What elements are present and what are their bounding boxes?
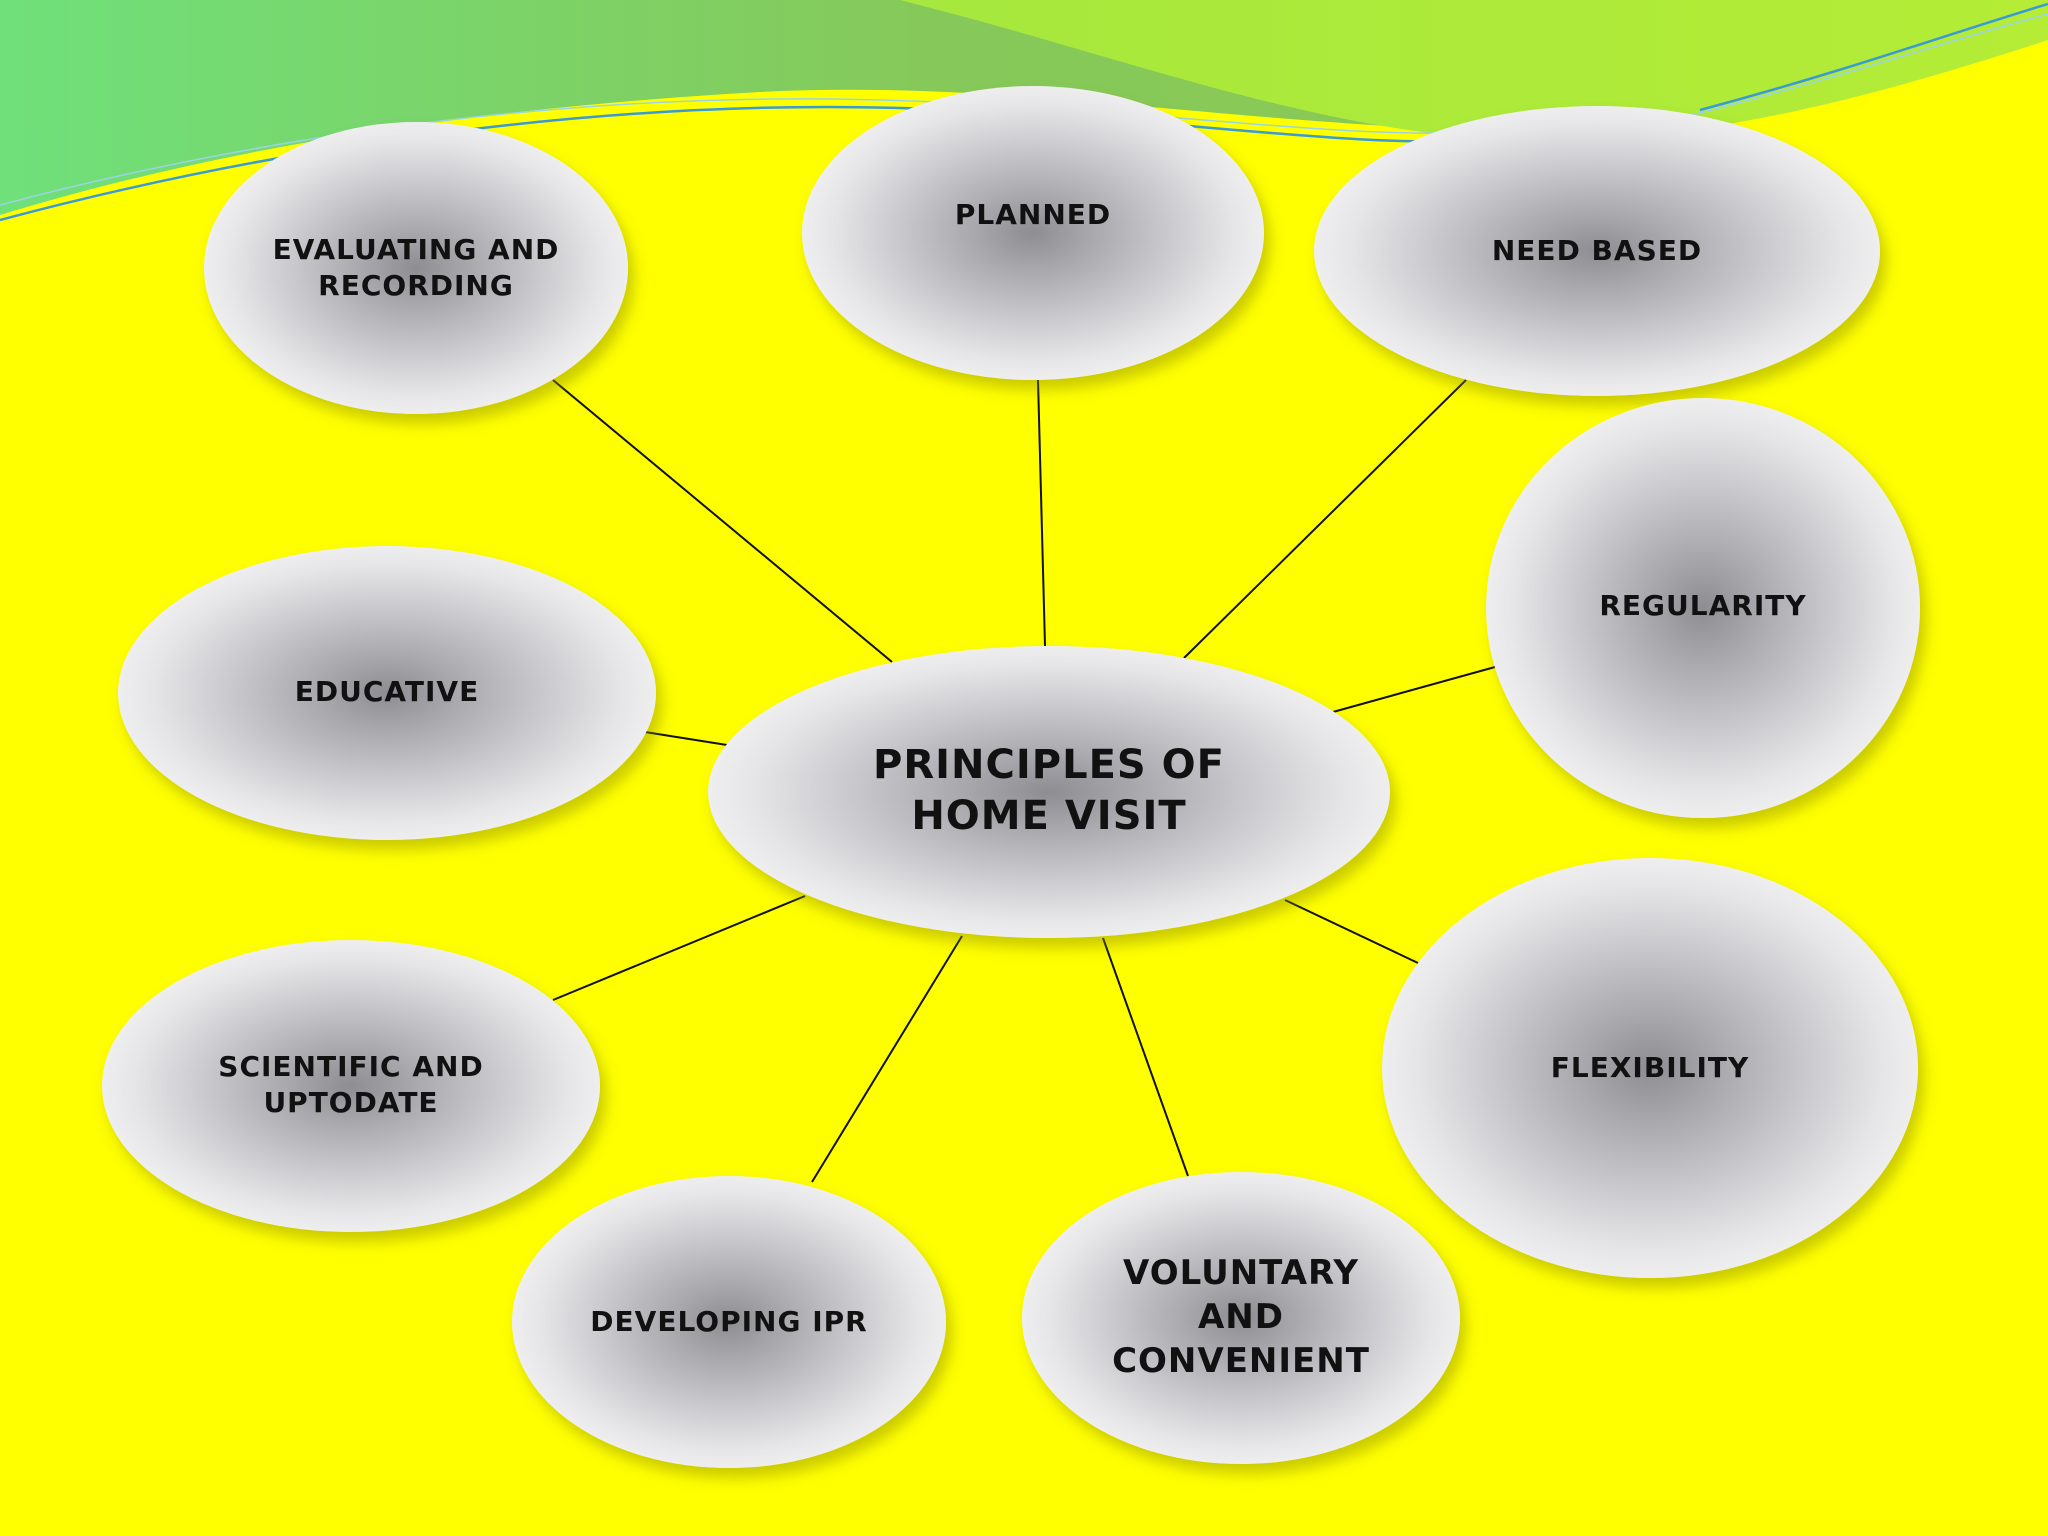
node-need-based: NEED BASED xyxy=(1314,106,1880,396)
node-label: EVALUATING AND RECORDING xyxy=(272,232,560,302)
node-label: FLEXIBILITY xyxy=(1550,1050,1750,1084)
node-label: REGULARITY xyxy=(1599,588,1807,622)
node-label: DEVELOPING IPR xyxy=(590,1304,868,1338)
connector-evaluating xyxy=(552,379,893,663)
node-developing-ipr: DEVELOPING IPR xyxy=(512,1176,946,1468)
node-flexibility: FLEXIBILITY xyxy=(1382,858,1918,1278)
node-evaluating-and-recording: EVALUATING AND RECORDING xyxy=(204,122,628,414)
connector-planned xyxy=(1037,379,1046,647)
node-educative: EDUCATIVE xyxy=(118,546,656,840)
connector-flexibility xyxy=(1284,899,1419,964)
center-node-principles-of-home-visit: PRINCIPLES OF HOME VISIT xyxy=(708,646,1390,938)
node-label: SCIENTIFIC AND UPTODATE xyxy=(218,1049,484,1119)
node-label: NEED BASED xyxy=(1491,233,1703,267)
node-planned: PLANNED xyxy=(802,86,1264,380)
node-label: EDUCATIVE xyxy=(294,674,480,708)
connector-regularity xyxy=(1332,666,1496,713)
connector-educative xyxy=(644,731,728,746)
node-scientific-and-uptodate: SCIENTIFIC AND UPTODATE xyxy=(102,940,600,1232)
node-label: VOLUNTARY AND CONVENIENT xyxy=(1112,1252,1370,1382)
connector-scientific xyxy=(552,895,806,1001)
center-node-label: PRINCIPLES OF HOME VISIT xyxy=(873,741,1225,839)
node-regularity: REGULARITY xyxy=(1486,398,1920,818)
node-label: PLANNED xyxy=(954,197,1112,231)
node-voluntary-and-convenient: VOLUNTARY AND CONVENIENT xyxy=(1022,1172,1460,1464)
connector-need-based xyxy=(1183,379,1467,659)
connector-developing-ipr xyxy=(811,935,963,1183)
connector-voluntary xyxy=(1102,937,1189,1177)
